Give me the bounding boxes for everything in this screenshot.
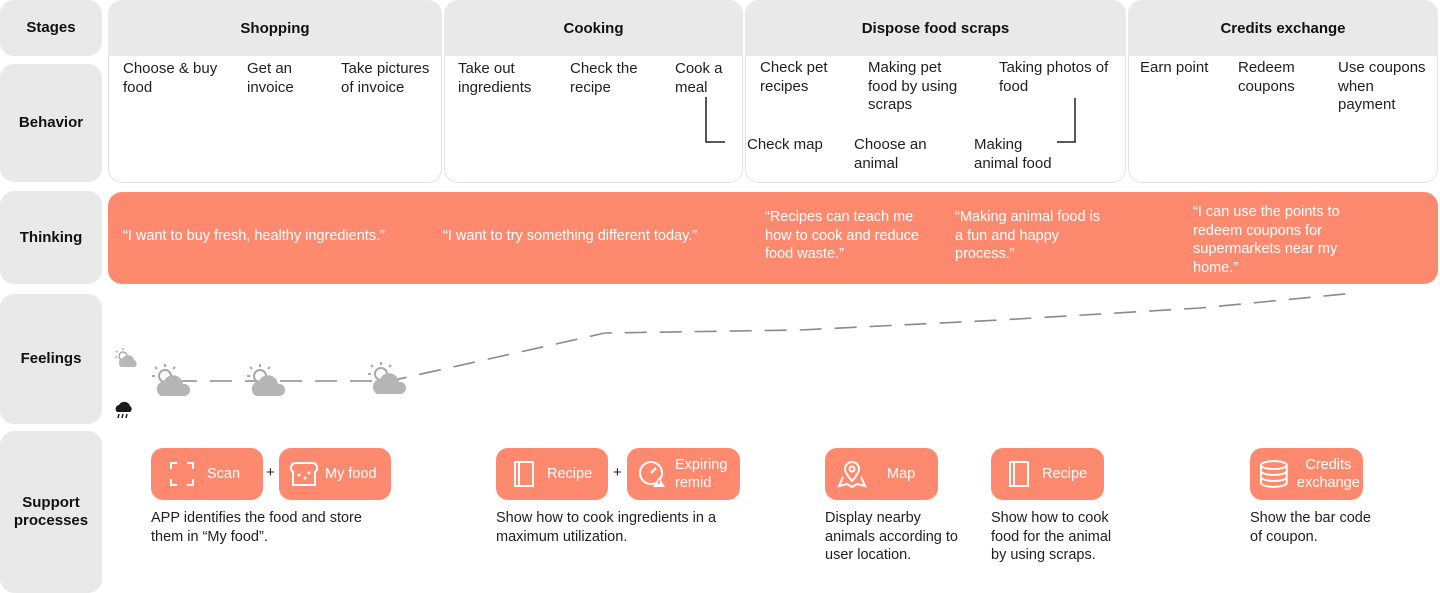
- behavior-item: Check the recipe: [570, 60, 638, 96]
- behavior-item: Cook a meal: [675, 60, 723, 96]
- stage-shopping: Shopping: [108, 0, 442, 56]
- behavior-item: Making pet food by using scraps: [868, 59, 958, 113]
- behavior-cell-dispose: [745, 56, 1126, 183]
- row-label-feelings: Feelings: [0, 294, 102, 424]
- pill-label: Expiring remid: [675, 457, 728, 491]
- pill-label: Map: [887, 466, 916, 482]
- behavior-item: Use coupons when payment: [1338, 59, 1426, 113]
- row-label-stages: Stages: [0, 0, 102, 56]
- rain-cloud-icon: [115, 401, 132, 419]
- thought-quote: “Recipes can teach me how to cook and re…: [765, 209, 919, 262]
- thought-quote: “I want to try something different today…: [443, 228, 698, 244]
- support-description: Show the bar code of coupon.: [1250, 510, 1371, 545]
- stage-cooking: Cooking: [444, 0, 743, 56]
- book-icon: [1009, 461, 1029, 487]
- sun-cloud-icon: [115, 348, 137, 367]
- scan-button[interactable]: Scan: [151, 448, 263, 500]
- thought-quote: “I can use the points to redeem coupons …: [1193, 204, 1340, 276]
- flow-connector-lines: [705, 97, 1076, 143]
- row-label-support: Support processes: [0, 431, 102, 593]
- support-description: Display nearby animals according to user…: [825, 510, 958, 563]
- map-button[interactable]: Map: [825, 448, 938, 500]
- expiring-remind-button[interactable]: Expiring remid: [627, 448, 740, 500]
- credits-exchange-button[interactable]: Credits exchange: [1250, 448, 1363, 500]
- pill-label: Recipe: [1042, 466, 1088, 482]
- pill-label: Recipe: [547, 466, 593, 482]
- feelings-curve: [175, 292, 1356, 382]
- support-description: APP identifies the food and store them i…: [151, 510, 362, 545]
- behavior-cell-cooking: [444, 56, 743, 183]
- my-food-button[interactable]: My food: [279, 448, 391, 500]
- support-description: Show how to cook ingredients in a maximu…: [496, 510, 717, 545]
- map-pin-icon: [837, 461, 867, 489]
- support-description: Show how to cook food for the animal by …: [991, 510, 1112, 563]
- behavior-item: Taking photos of food: [999, 59, 1109, 95]
- behavior-item: Choose & buy food: [123, 60, 218, 96]
- behavior-item: Choose an animal: [854, 136, 927, 172]
- behavior-cell-credits: [1128, 56, 1438, 183]
- behavior-item: Redeem coupons: [1238, 59, 1295, 95]
- row-label-behavior: Behavior: [0, 64, 102, 182]
- behavior-item: Making animal food: [974, 136, 1052, 172]
- coins-icon: [1259, 460, 1288, 488]
- behavior-cell-shopping: [108, 56, 442, 183]
- pill-label: My food: [325, 466, 377, 482]
- stage-credits: Credits exchange: [1128, 0, 1438, 56]
- plus-sign: +: [613, 464, 622, 481]
- row-label-thinking: Thinking: [0, 191, 102, 284]
- book-icon: [514, 461, 534, 487]
- plus-sign: +: [266, 464, 275, 481]
- thinking-bar: [108, 192, 1438, 284]
- recipe-button[interactable]: Recipe: [991, 448, 1104, 500]
- sun-cloud-icon: [247, 364, 286, 396]
- sun-cloud-icon: [368, 362, 407, 394]
- behavior-item: Get an invoice: [247, 60, 294, 96]
- sun-cloud-icon: [152, 364, 191, 396]
- recipe-button[interactable]: Recipe: [496, 448, 608, 500]
- scan-icon: [170, 462, 194, 486]
- bread-icon: [289, 462, 319, 486]
- behavior-item: Earn point: [1140, 59, 1209, 76]
- behavior-item: Check map: [747, 136, 823, 153]
- behavior-item: Take out ingredients: [458, 60, 532, 96]
- thought-quote: “Making animal food is a fun and happy p…: [955, 209, 1101, 262]
- clock-warning-icon: [639, 461, 665, 487]
- behavior-item: Check pet recipes: [760, 59, 828, 95]
- behavior-item: Take pictures of invoice: [341, 60, 430, 96]
- pill-label: Credits exchange: [1296, 457, 1360, 491]
- thought-quote: “I want to buy fresh, healthy ingredient…: [123, 228, 385, 244]
- stage-dispose: Dispose food scraps: [745, 0, 1126, 56]
- pill-label: Scan: [207, 466, 241, 482]
